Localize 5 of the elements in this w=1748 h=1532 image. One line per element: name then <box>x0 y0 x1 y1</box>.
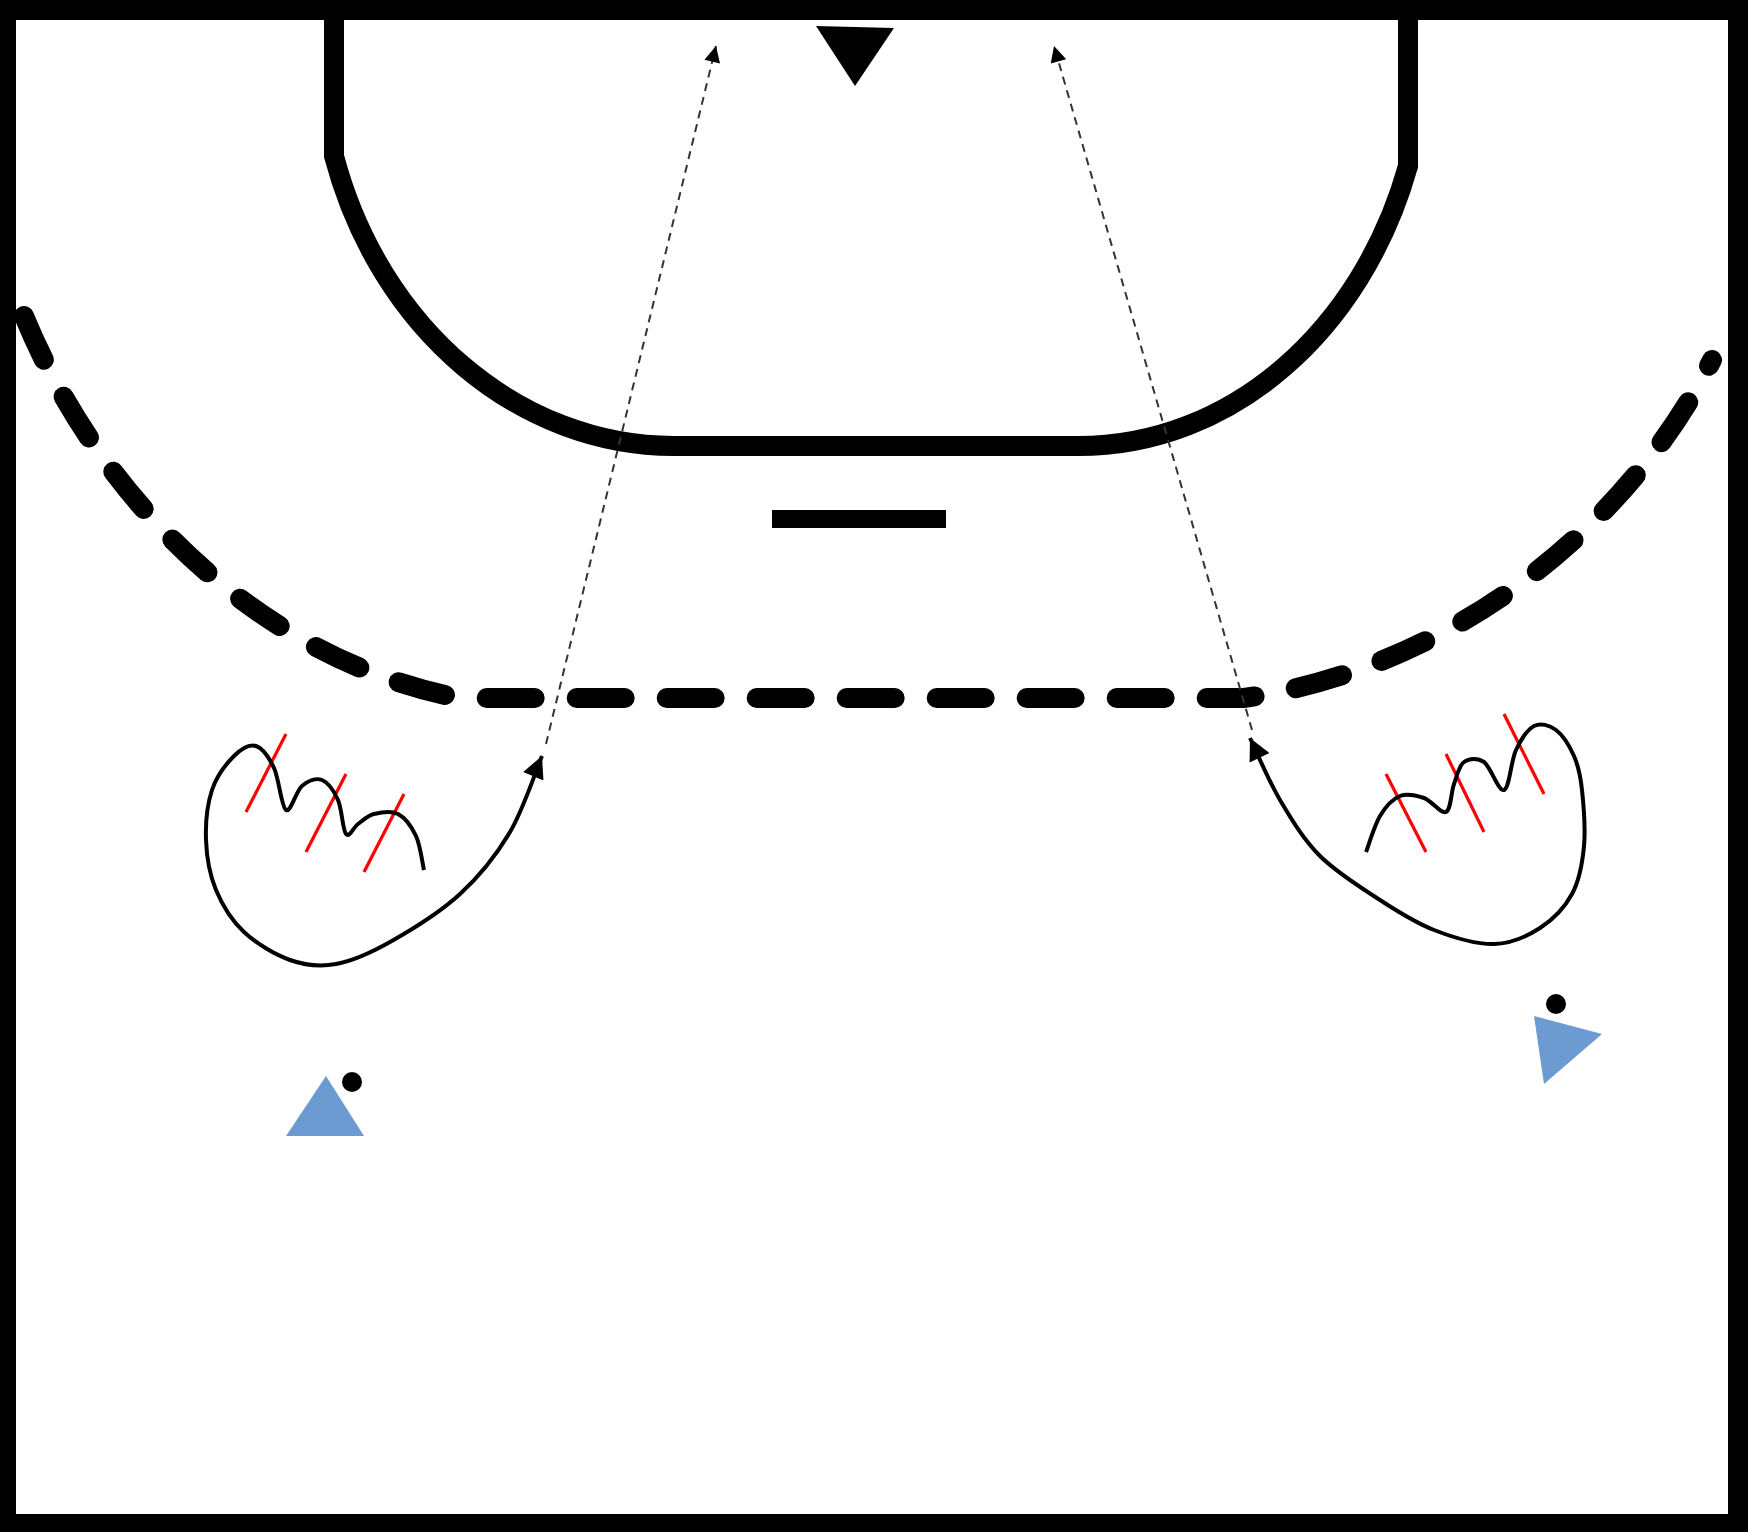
player-triangle <box>1534 1016 1602 1084</box>
ball-icon <box>342 1072 362 1092</box>
player-triangle <box>286 1076 364 1136</box>
ball-icon <box>1546 994 1566 1014</box>
goalkeeper-triangle <box>816 26 894 86</box>
